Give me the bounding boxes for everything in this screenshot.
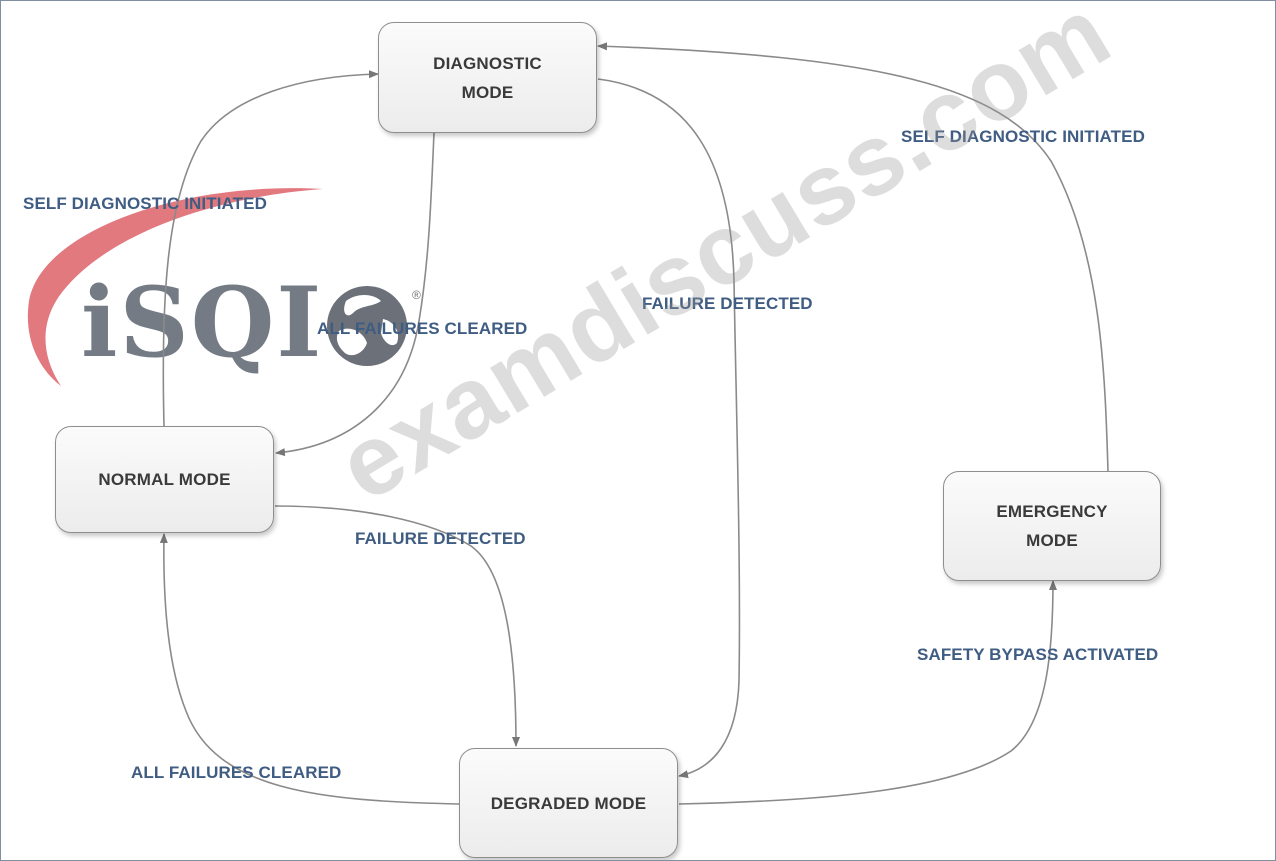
label-diagnostic-to-degraded: FAILURE DETECTED [642, 294, 813, 313]
arrow-degraded-to-emergency [678, 580, 1057, 805]
state-diagnostic-label: DIAGNOSTIC MODE [433, 53, 542, 102]
state-diagnostic-mode: DIAGNOSTIC MODE [378, 22, 597, 133]
label-normal-to-diagnostic: SELF DIAGNOSTIC INITIATED [23, 194, 267, 213]
arrow-normal-to-degraded [274, 505, 520, 747]
label-diagnostic-to-normal: ALL FAILURES CLEARED [317, 319, 528, 338]
arrow-emergency-to-diagnostic [597, 42, 1109, 472]
label-degraded-to-normal: ALL FAILURES CLEARED [131, 763, 342, 782]
state-degraded-mode: DEGRADED MODE [459, 748, 678, 858]
arrow-normal-to-diagnostic [162, 70, 379, 427]
logo-wordmark: iSQI [81, 266, 324, 379]
arrow-degraded-to-normal [159, 533, 460, 805]
label-degraded-to-emergency: SAFETY BYPASS ACTIVATED [917, 645, 1159, 664]
arrow-diagnostic-to-degraded [597, 78, 741, 779]
registered-mark: ® [412, 288, 421, 302]
state-emergency-mode: EMERGENCY MODE [943, 471, 1161, 581]
state-degraded-label: DEGRADED MODE [490, 793, 647, 813]
logo-swoosh [27, 188, 323, 386]
arrow-diagnostic-to-normal [275, 132, 435, 457]
state-normal-label: NORMAL MODE [98, 470, 231, 489]
globe-icon [327, 286, 407, 366]
state-normal-mode: NORMAL MODE [55, 426, 274, 533]
label-emergency-to-diagnostic: SELF DIAGNOSTIC INITIATED [901, 127, 1145, 146]
label-normal-to-degraded: FAILURE DETECTED [355, 529, 526, 548]
state-emergency-label: EMERGENCY MODE [996, 502, 1108, 550]
